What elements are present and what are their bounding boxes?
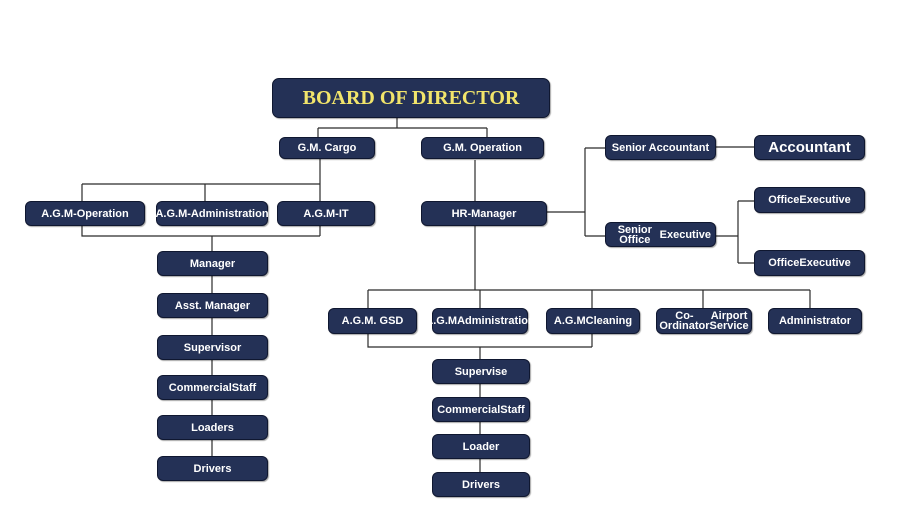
board-of-director-label: BOARD OF DIRECTOR [302,87,520,109]
supervisor-label: Supervisor [183,341,242,354]
agm-operation-box: A.G.M- Operation [25,201,145,226]
ops-commercial-staff-line1: Commercial [437,403,501,416]
office-executive-1-line1: Office [768,194,800,206]
accountant-box: Accountant [754,135,865,160]
drivers-label: Drivers [193,462,232,475]
agm-cleaning-line1: A.G.M [553,315,586,327]
agm-cleaning-box: A.G.M Cleaning [546,308,640,334]
accountant-label: Accountant [768,138,851,156]
commercial-staff-line1: Commercial [168,381,232,394]
coordinator-airport-service-box: Co-Ordinator Airport Service [656,308,752,334]
gm-cargo-box: G.M. Cargo [279,137,375,159]
agm-it-box: A.G.M-IT [277,201,375,226]
manager-box: Manager [157,251,268,276]
agm-cleaning-line2: Cleaning [585,315,633,327]
supervisor-box: Supervisor [157,335,268,360]
gm-operation-box: G.M. Operation [421,137,544,159]
hr-manager-label: HR-Manager [451,207,517,220]
loaders-box: Loaders [157,415,268,440]
gm-cargo-label: G.M. Cargo [297,142,357,154]
supervise-label: Supervise [454,365,508,378]
ops-drivers-label: Drivers [462,478,500,491]
administrator-label: Administrator [778,315,852,327]
ops-commercial-staff-box: Commercial Staff [432,397,530,422]
senior-accountant-box: Senior Accountant [605,135,716,160]
agm-gsd-label: A.G.M. GSD [341,315,404,327]
drivers-box: Drivers [157,456,268,481]
senior-office-executive-line2: Executive [659,228,711,241]
senior-accountant-label: Senior Accountant [611,141,710,154]
ops-drivers-box: Drivers [432,472,530,497]
loader-box: Loader [432,434,530,459]
supervise-box: Supervise [432,359,530,384]
asst-manager-label: Asst. Manager [174,299,251,312]
agm-it-label: A.G.M-IT [303,207,349,220]
agm-administration-2-line2: Administration [457,315,535,327]
commercial-staff-line2: Staff [231,381,257,394]
board-of-director-box: BOARD OF DIRECTOR [272,78,550,118]
manager-label: Manager [189,257,236,270]
administrator-box: Administrator [768,308,862,334]
office-executive-2-line2: Executive [799,257,851,269]
agm-operation-line2: Operation [76,207,129,220]
office-executive-box-1: Office Executive [754,187,865,213]
agm-administration-line2: Administration [190,207,269,220]
agm-administration-2-line1: A.G.M [425,315,458,327]
commercial-staff-box: Commercial Staff [157,375,268,400]
senior-office-executive-box: Senior Office Executive [605,222,716,247]
office-executive-2-line1: Office [768,257,800,269]
coordinator-line1: Co-Ordinator [659,310,710,332]
hr-manager-box: HR-Manager [421,201,547,226]
agm-administration-2-box: A.G.M Administration [425,308,535,334]
agm-gsd-box: A.G.M. GSD [328,308,417,334]
loader-label: Loader [462,440,500,453]
asst-manager-box: Asst. Manager [157,293,268,318]
office-executive-1-line2: Executive [799,194,851,206]
agm-operation-line1: A.G.M- [41,207,77,220]
agm-administration-line1: A.G.M- [155,207,191,220]
coordinator-line2: Airport Service [709,310,749,332]
office-executive-box-2: Office Executive [754,250,865,276]
gm-operation-label: G.M. Operation [443,142,522,154]
ops-commercial-staff-line2: Staff [500,403,525,416]
senior-office-executive-line1: Senior Office [617,223,652,246]
agm-administration-box: A.G.M- Administration [155,201,269,226]
loaders-label: Loaders [191,421,234,434]
